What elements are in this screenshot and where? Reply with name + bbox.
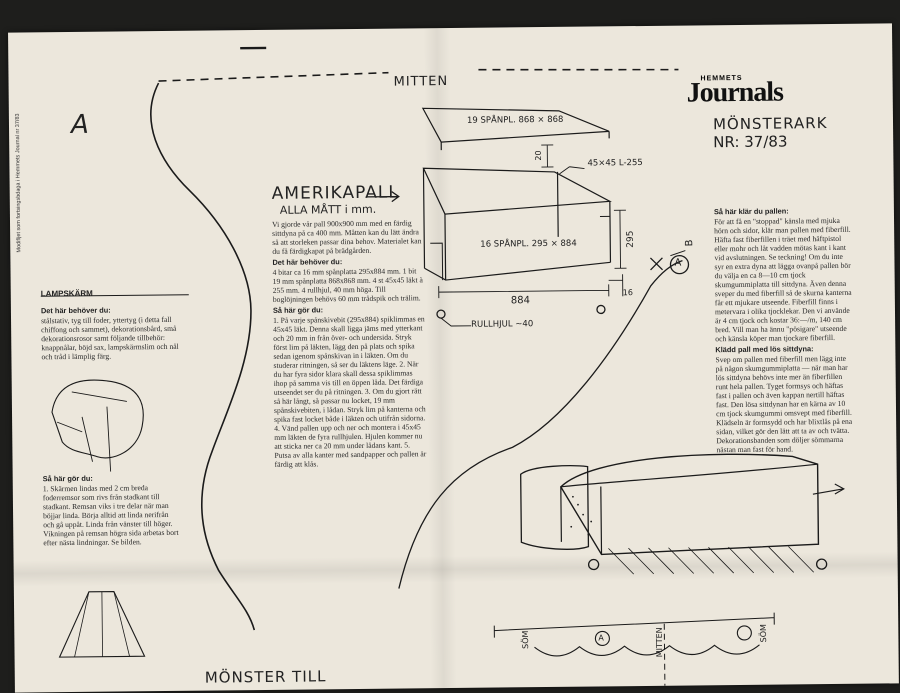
- amerikapall-needs: 4 bitar ca 16 mm spånplatta 295x884 mm. …: [272, 266, 423, 304]
- dimension-16: 16: [622, 288, 634, 298]
- lampskarm-needs-head: Det här behöver du:: [40, 305, 111, 316]
- lampskarm-steps-block: Så här gör du: 1. Skärmen lindas med 2 c…: [42, 471, 182, 548]
- pattern-sheet: MITTEN A Modifljet som fortsingsbdaga i …: [8, 23, 899, 693]
- lampskarm-head-block: LAMPSKÄRM: [41, 286, 191, 300]
- mitten-label: MITTEN: [393, 74, 449, 90]
- dimension-20: 20: [533, 150, 543, 161]
- lampskarm-needs-block: Det här behöver du: stålstativ, tyg till…: [41, 303, 192, 362]
- list-dimension-label: 45×45 L-255: [587, 157, 643, 169]
- dimension-295: 295: [625, 230, 636, 248]
- top-board-label: 19 SPÅNPL. 868 × 868: [466, 114, 564, 126]
- piece-letter: A: [70, 109, 89, 140]
- side-board-label: 16 SPÅNPL. 295 × 884: [480, 238, 577, 250]
- sheet-number: NR: 37/83: [713, 132, 788, 152]
- amerikapall-intro: Vi gjorde vår pall 900x900 mm med en fär…: [271, 218, 422, 256]
- circle-a-label: A: [674, 257, 682, 269]
- pallen-head-1: Så här klär du pallen:: [713, 206, 789, 217]
- lampskarm-needs: stålstativ, tyg till foder, yttertyg (i …: [40, 314, 179, 362]
- pallen-text-2: Svep om pallen med fiberfill men lägg in…: [715, 353, 853, 455]
- pallen-column: Så här klär du pallen: För att få en "st…: [714, 204, 855, 454]
- pallen-head-2: Klädd pall med lös sittdyna:: [715, 344, 814, 355]
- wheel-label: RULLHJUL ~40: [471, 319, 534, 330]
- som-right-label: SÖM: [758, 624, 769, 643]
- lampskarm-steps-head: Så här gör du:: [42, 473, 93, 484]
- amerikapall-title: AMERIKAPALL: [271, 182, 399, 204]
- lampskarm-title: LAMPSKÄRM: [40, 288, 93, 299]
- pallen-text-1: För att få en "stoppad" känsla med mjuka…: [713, 215, 852, 344]
- dimension-884: 884: [510, 295, 531, 307]
- b-mark: B: [684, 239, 696, 247]
- masthead-logo: Journals: [686, 76, 784, 109]
- bottom-circle-a: A: [598, 633, 604, 643]
- amerikapall-steps: 1. På varje spånskivebit (295x884) spikl…: [273, 314, 427, 469]
- mitten-bottom-label: MITTEN: [654, 627, 665, 658]
- sheet-label: MÖNSTERARK: [712, 114, 828, 134]
- som-left-label: SÖM: [520, 630, 531, 649]
- amerikapall-needs-head: Det här behöver du:: [272, 257, 343, 267]
- amerikapall-subtitle: ALLA MÅTT i mm.: [279, 202, 377, 217]
- lampskarm-steps: 1. Skärmen lindas med 2 cm breda foderre…: [42, 483, 179, 548]
- amerikapall-column: Vi gjorde vår pall 900x900 mm med en fär…: [271, 218, 427, 469]
- amerikapall-steps-head: Så här gör du:: [272, 305, 324, 315]
- bottom-pattern-title: MÖNSTER TILL: [204, 667, 327, 687]
- pattern-drawing: [40, 46, 845, 686]
